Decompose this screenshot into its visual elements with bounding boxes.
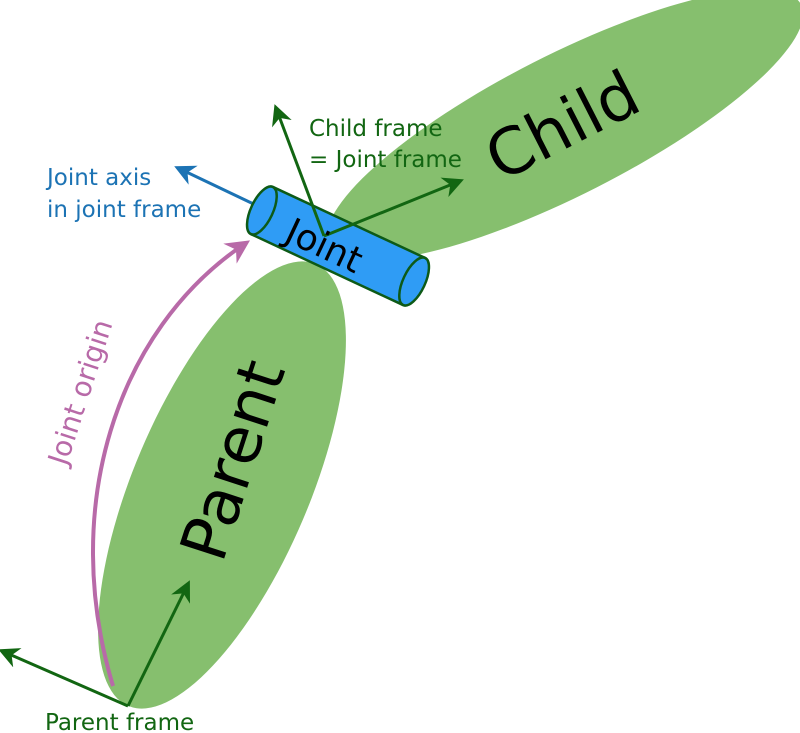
parent-frame-arrow-left — [0, 648, 129, 708]
parent-link-shape — [98, 261, 346, 709]
joint-axis-arrow — [174, 165, 263, 210]
parent-frame-arrow-up — [126, 580, 191, 707]
child-frame-arrow-up — [272, 104, 326, 237]
child-frame-label-line2: = Joint frame — [309, 147, 462, 173]
joint-axis-label-line1: Joint axis — [45, 165, 151, 191]
parent-frame-label: Parent frame — [45, 710, 194, 733]
child-frame-label-line1: Child frame — [309, 116, 443, 142]
child-frame-arrow-right — [323, 177, 464, 238]
joint-axis-label-line2: in joint frame — [47, 197, 201, 223]
joint-cylinder — [245, 185, 431, 307]
joint-origin-arrow — [91, 240, 250, 687]
